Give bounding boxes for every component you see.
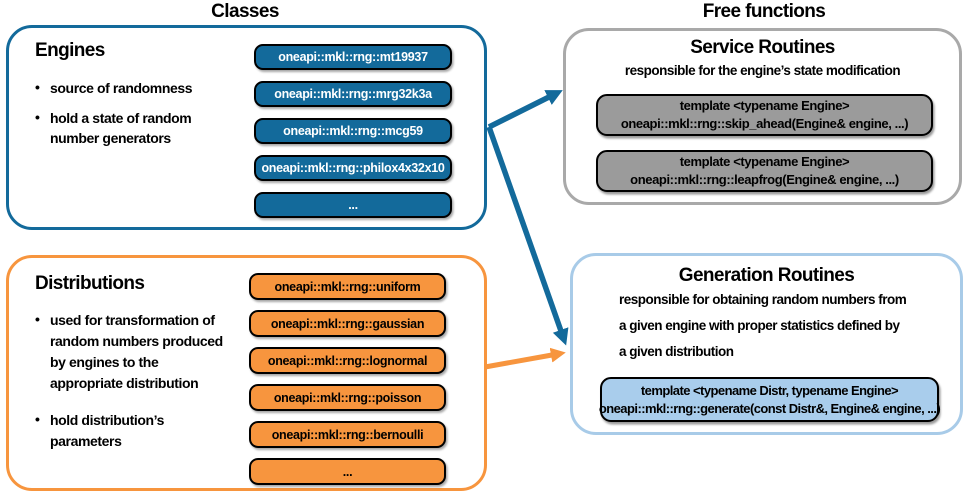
- engine-pill-mrg32k3a: oneapi::mkl::rng::mrg32k3a: [254, 81, 452, 107]
- engine-pill-ellipsis: ...: [254, 192, 452, 218]
- template-signature-line: template <typename Engine>: [679, 154, 850, 169]
- engine-pill-column: oneapi::mkl::rng::mt19937 oneapi::mkl::r…: [254, 44, 452, 218]
- classes-column-title: Classes: [211, 1, 279, 22]
- subtitle-line: a given engine with proper statistics de…: [619, 318, 900, 333]
- distributions-bullet-list: used for transformation of random number…: [35, 309, 231, 468]
- generation-routines-box: Generation Routines responsible for obta…: [570, 253, 963, 435]
- engine-pill-mcg59: oneapi::mkl::rng::mcg59: [254, 118, 452, 144]
- subtitle-line: responsible for obtaining random numbers…: [619, 292, 907, 307]
- function-signature-line: oneapi::mkl::rng::leapfrog(Engine& engin…: [630, 172, 899, 187]
- engines-to-generation-arrow: [486, 126, 569, 346]
- distribution-pill-ellipsis: ...: [249, 458, 446, 485]
- distributions-title: Distributions: [35, 273, 145, 294]
- engines-box: Engines source of randomness hold a stat…: [6, 25, 487, 230]
- function-signature-line: oneapi::mkl::rng::generate(const Distr&,…: [598, 400, 941, 416]
- service-pill-skip-ahead: template <typename Engine> oneapi::mkl::…: [596, 94, 933, 136]
- distributions-box: Distributions used for transformation of…: [6, 255, 487, 491]
- distribution-pill-uniform: oneapi::mkl::rng::uniform: [249, 273, 446, 300]
- engines-bullet: hold a state of random number generators: [35, 107, 213, 148]
- engine-pill-philox4x32x10: oneapi::mkl::rng::philox4x32x10: [254, 155, 452, 181]
- generation-pill-generate: template <typename Distr, typename Engin…: [598, 377, 941, 422]
- free-functions-column-title: Free functions: [702, 1, 826, 22]
- distributions-bullet: hold distribution’s parameters: [35, 409, 231, 452]
- service-pill-leapfrog: template <typename Engine> oneapi::mkl::…: [596, 150, 933, 192]
- generation-routines-title: Generation Routines: [678, 265, 855, 286]
- template-signature-line: template <typename Engine>: [679, 98, 850, 113]
- service-routines-title: Service Routines: [690, 37, 835, 58]
- service-routines-subtitle: responsible for the engine’s state modif…: [624, 63, 901, 78]
- subtitle-line: a given distribution: [619, 344, 734, 359]
- service-routines-box: Service Routines responsible for the eng…: [563, 28, 962, 205]
- distribution-pill-bernoulli: oneapi::mkl::rng::bernoulli: [249, 421, 446, 448]
- engines-bullet: source of randomness: [35, 77, 213, 98]
- function-signature-line: oneapi::mkl::rng::skip_ahead(Engine& eng…: [620, 116, 909, 131]
- engines-bullet-list: source of randomness hold a state of ran…: [35, 77, 213, 158]
- distribution-pill-poisson: oneapi::mkl::rng::poisson: [249, 384, 446, 411]
- engine-pill-mt19937: oneapi::mkl::rng::mt19937: [254, 44, 452, 70]
- template-signature-line: template <typename Distr, typename Engin…: [640, 382, 899, 398]
- distribution-pill-gaussian: oneapi::mkl::rng::gaussian: [249, 310, 446, 337]
- distributions-to-generation-arrow: [484, 347, 566, 370]
- engines-title: Engines: [35, 40, 105, 61]
- generation-routines-subtitle: responsible for obtaining random numbers…: [619, 287, 949, 365]
- distribution-pill-lognormal: oneapi::mkl::rng::lognormal: [249, 347, 446, 374]
- engines-to-service-arrow: [487, 90, 563, 130]
- distribution-pill-column: oneapi::mkl::rng::uniform oneapi::mkl::r…: [249, 273, 446, 485]
- distributions-bullet: used for transformation of random number…: [35, 309, 231, 394]
